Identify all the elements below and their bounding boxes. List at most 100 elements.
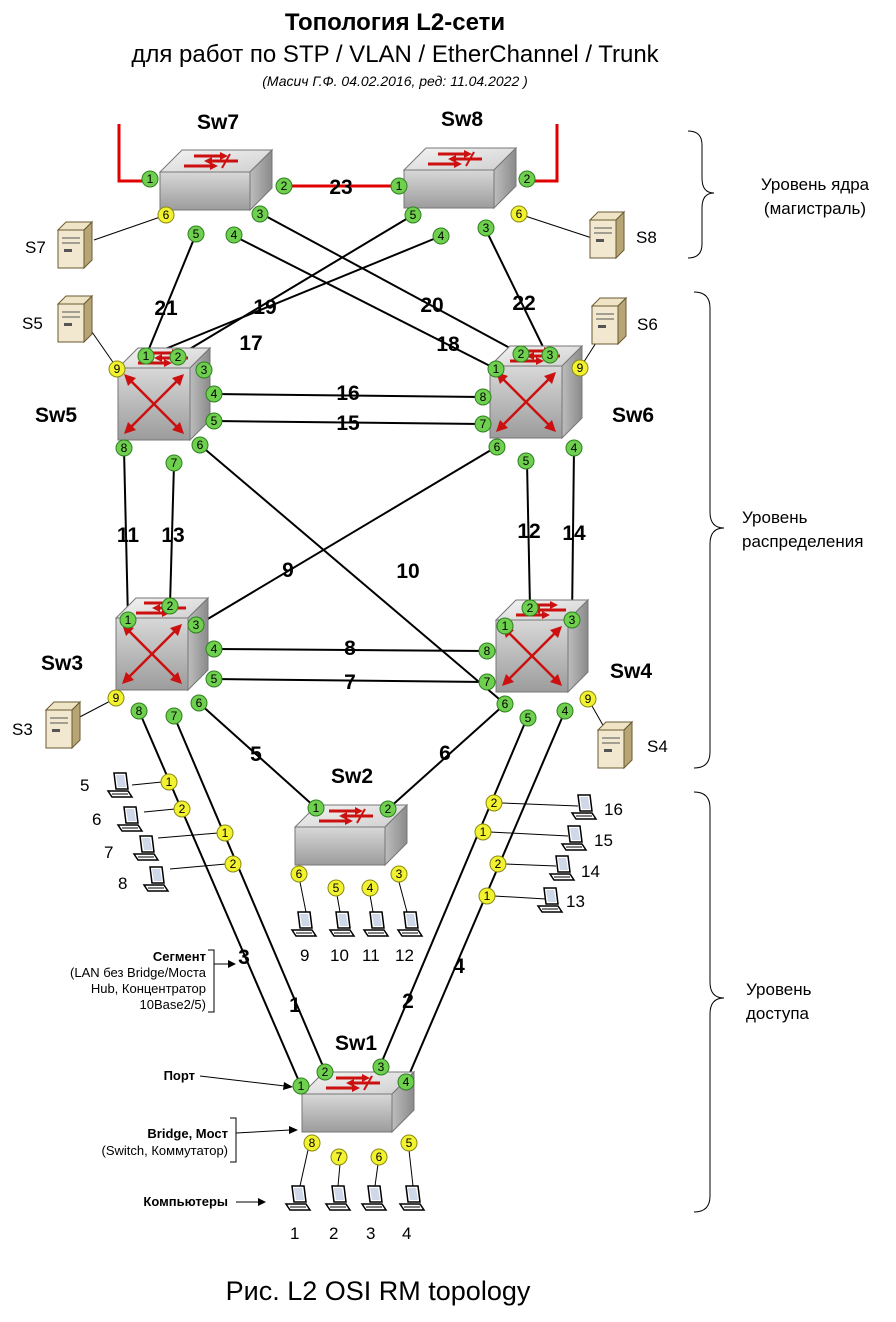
port[interactable]: 3 bbox=[187, 616, 205, 634]
port[interactable]: 2 bbox=[169, 348, 187, 366]
port[interactable]: 1 bbox=[216, 824, 234, 842]
server-s5[interactable]: S5 bbox=[22, 295, 93, 343]
port[interactable]: 7 bbox=[330, 1148, 348, 1166]
computer-13[interactable]: 13 bbox=[537, 887, 585, 913]
port[interactable]: 3 bbox=[477, 219, 495, 237]
computer-12[interactable]: 12 bbox=[395, 911, 423, 965]
port[interactable]: 1 bbox=[119, 611, 137, 629]
port[interactable]: 2 bbox=[379, 800, 397, 818]
port[interactable]: 4 bbox=[556, 702, 574, 720]
port[interactable]: 2 bbox=[521, 599, 539, 617]
port[interactable]: 7 bbox=[165, 454, 183, 472]
computer-2[interactable]: 2 bbox=[325, 1185, 351, 1243]
computer-10[interactable]: 10 bbox=[329, 911, 355, 965]
switch-sw3[interactable]: Sw3 bbox=[41, 596, 210, 692]
port[interactable]: 2 bbox=[489, 855, 507, 873]
port[interactable]: 5 bbox=[205, 412, 223, 430]
port[interactable]: 7 bbox=[474, 415, 492, 433]
port[interactable]: 1 bbox=[474, 823, 492, 841]
port[interactable]: 2 bbox=[512, 345, 530, 363]
port[interactable]: 5 bbox=[400, 1134, 418, 1152]
computer-4[interactable]: 4 bbox=[399, 1185, 425, 1243]
server-s6[interactable]: S6 bbox=[591, 297, 658, 345]
switch-sw4[interactable]: Sw4 bbox=[494, 598, 652, 694]
port[interactable]: 7 bbox=[478, 673, 496, 691]
port[interactable]: 3 bbox=[195, 361, 213, 379]
port[interactable]: 3 bbox=[390, 865, 408, 883]
port[interactable]: 2 bbox=[224, 855, 242, 873]
computer-8[interactable]: 8 bbox=[118, 866, 169, 893]
port[interactable]: 4 bbox=[205, 385, 223, 403]
port[interactable]: 1 bbox=[141, 170, 159, 188]
computer-14[interactable]: 14 bbox=[549, 855, 600, 881]
port[interactable]: 3 bbox=[541, 346, 559, 364]
computer-9[interactable]: 9 bbox=[291, 911, 317, 965]
port[interactable]: 5 bbox=[327, 879, 345, 897]
server-s4[interactable]: S4 bbox=[597, 721, 668, 769]
port[interactable]: 4 bbox=[432, 227, 450, 245]
computer-5[interactable]: 5 bbox=[80, 772, 133, 798]
port[interactable]: 4 bbox=[205, 640, 223, 658]
port[interactable]: 5 bbox=[187, 225, 205, 243]
port[interactable]: 1 bbox=[478, 887, 496, 905]
port[interactable]: 1 bbox=[160, 773, 178, 791]
port[interactable]: 1 bbox=[307, 799, 325, 817]
port[interactable]: 9 bbox=[108, 360, 126, 378]
switch-sw5[interactable]: Sw5 bbox=[35, 346, 212, 442]
port[interactable]: 5 bbox=[205, 670, 223, 688]
switch-sw1[interactable]: Sw1 bbox=[300, 1032, 416, 1134]
server-s3[interactable]: S3 bbox=[12, 701, 81, 749]
port[interactable]: 2 bbox=[518, 170, 536, 188]
server-s8[interactable]: S8 bbox=[589, 211, 657, 259]
port[interactable]: 8 bbox=[478, 642, 496, 660]
port[interactable]: 5 bbox=[519, 709, 537, 727]
computer-3[interactable]: 3 bbox=[361, 1185, 387, 1243]
port[interactable]: 6 bbox=[370, 1148, 388, 1166]
port[interactable]: 2 bbox=[316, 1063, 334, 1081]
port[interactable]: 9 bbox=[107, 689, 125, 707]
port[interactable]: 3 bbox=[563, 611, 581, 629]
port[interactable]: 1 bbox=[496, 617, 514, 635]
port[interactable]: 4 bbox=[397, 1073, 415, 1091]
port[interactable]: 8 bbox=[474, 388, 492, 406]
server-s7[interactable]: S7 bbox=[25, 221, 93, 269]
port[interactable]: 6 bbox=[510, 205, 528, 223]
port[interactable]: 1 bbox=[292, 1077, 310, 1095]
port[interactable]: 6 bbox=[190, 694, 208, 712]
port[interactable]: 6 bbox=[191, 436, 209, 454]
port[interactable]: 8 bbox=[115, 439, 133, 457]
port[interactable]: 2 bbox=[275, 177, 293, 195]
port[interactable]: 1 bbox=[487, 360, 505, 378]
port[interactable]: 3 bbox=[251, 205, 269, 223]
port[interactable]: 7 bbox=[165, 707, 183, 725]
port[interactable]: 6 bbox=[496, 695, 514, 713]
port[interactable]: 6 bbox=[488, 438, 506, 456]
port[interactable]: 1 bbox=[137, 347, 155, 365]
port[interactable]: 5 bbox=[517, 452, 535, 470]
port[interactable]: 3 bbox=[372, 1058, 390, 1076]
port[interactable]: 6 bbox=[290, 865, 308, 883]
computer-1[interactable]: 1 bbox=[285, 1185, 311, 1243]
switch-sw2[interactable]: Sw2 bbox=[293, 765, 409, 867]
computer-6[interactable]: 6 bbox=[92, 806, 143, 832]
port[interactable]: 4 bbox=[361, 879, 379, 897]
port[interactable]: 6 bbox=[157, 206, 175, 224]
switch-sw7[interactable]: Sw7 bbox=[158, 111, 274, 212]
computer-15[interactable]: 15 bbox=[561, 825, 613, 851]
port[interactable]: 8 bbox=[130, 702, 148, 720]
port[interactable]: 9 bbox=[579, 690, 597, 708]
switch-sw8[interactable]: Sw8 bbox=[402, 108, 518, 210]
switch-sw6[interactable]: Sw6 bbox=[488, 344, 654, 440]
port[interactable]: 4 bbox=[565, 439, 583, 457]
computer-7[interactable]: 7 bbox=[104, 835, 159, 862]
port[interactable]: 5 bbox=[404, 206, 422, 224]
port[interactable]: 1 bbox=[390, 177, 408, 195]
computer-16[interactable]: 16 bbox=[571, 794, 623, 820]
port[interactable]: 2 bbox=[485, 794, 503, 812]
port[interactable]: 2 bbox=[161, 597, 179, 615]
computer-11[interactable]: 11 bbox=[362, 911, 389, 965]
port[interactable]: 9 bbox=[571, 359, 589, 377]
port[interactable]: 4 bbox=[225, 226, 243, 244]
port[interactable]: 2 bbox=[173, 800, 191, 818]
port[interactable]: 8 bbox=[303, 1134, 321, 1152]
